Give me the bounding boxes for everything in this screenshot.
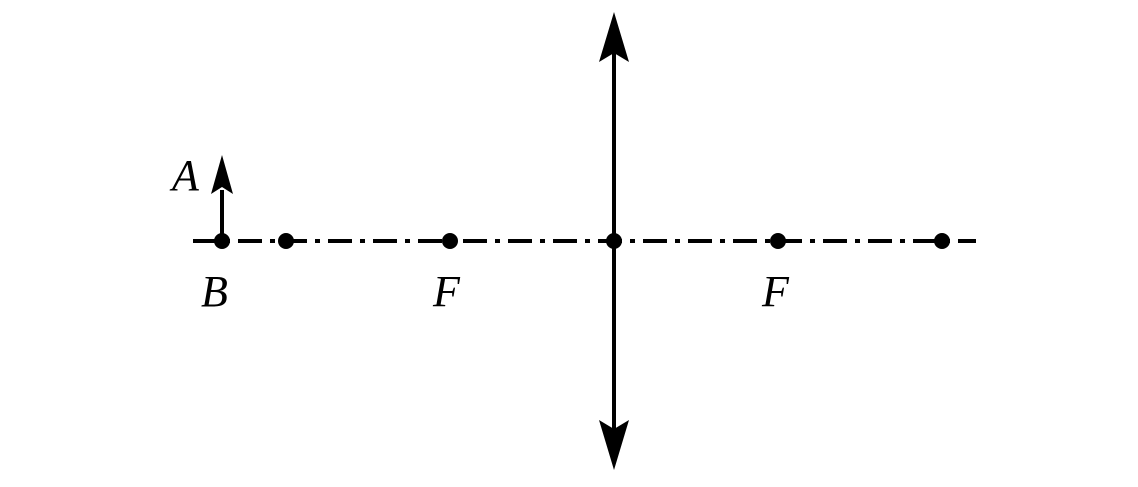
object-arrow — [211, 155, 233, 241]
label-b: B — [201, 267, 228, 316]
point-2f-right — [934, 233, 950, 249]
point-focus-left — [442, 233, 458, 249]
object-arrowhead-icon — [211, 155, 233, 194]
label-focus-left: F — [432, 267, 461, 316]
label-focus-right: F — [761, 267, 790, 316]
lens-top-arrowhead-icon — [599, 12, 629, 62]
lens-bottom-arrowhead-icon — [599, 420, 629, 470]
label-a: A — [169, 151, 200, 200]
point-focus-right — [770, 233, 786, 249]
point-b — [214, 233, 230, 249]
point-2f-left — [278, 233, 294, 249]
point-optical-center — [606, 233, 622, 249]
